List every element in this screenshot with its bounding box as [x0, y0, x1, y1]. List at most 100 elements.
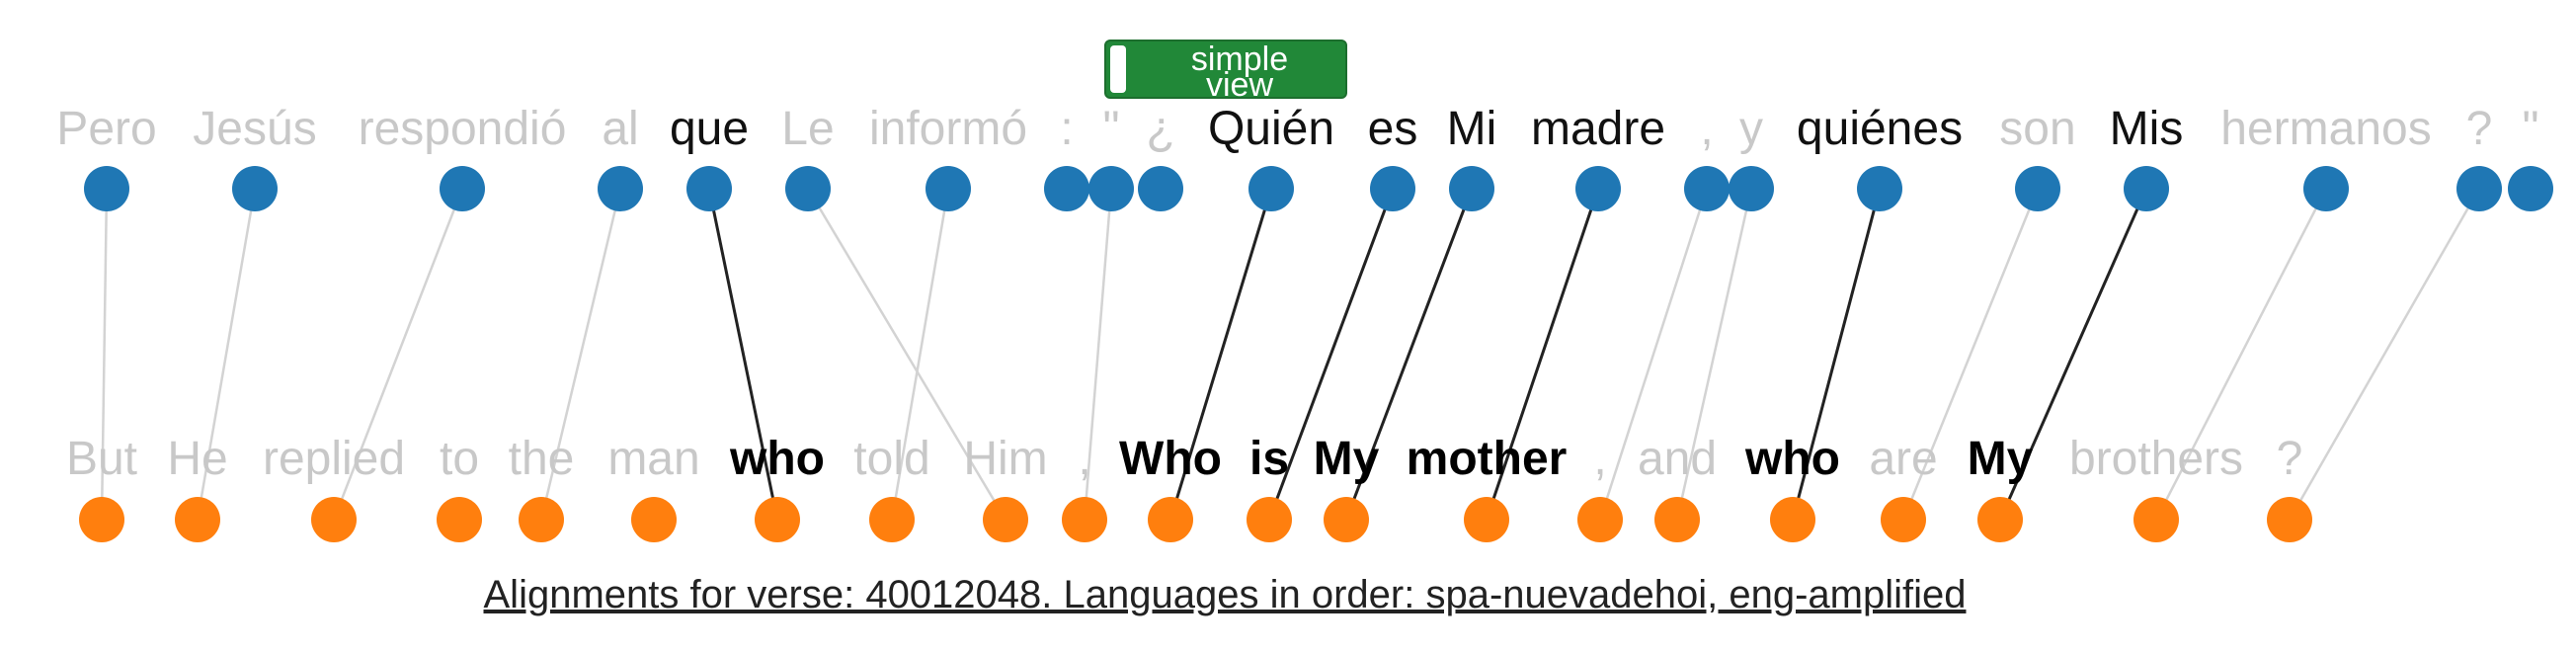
source-word: son [1999, 103, 2075, 155]
target-word: man [607, 433, 699, 485]
source-node[interactable] [2508, 166, 2553, 211]
alignment-link-1-1 [196, 188, 257, 521]
source-node[interactable] [1248, 166, 1294, 211]
target-node[interactable] [1247, 497, 1292, 542]
target-node[interactable] [2267, 497, 2312, 542]
target-node[interactable] [1148, 497, 1193, 542]
alignment-caption: Alignments for verse: 40012048. Language… [483, 573, 1967, 616]
alignment-link-11-11 [1267, 188, 1395, 521]
target-node[interactable] [1654, 497, 1700, 542]
target-word: My [1314, 433, 1380, 485]
source-word: , [1700, 103, 1713, 155]
source-node[interactable] [84, 166, 129, 211]
source-nodes [84, 166, 2553, 211]
target-node[interactable] [1464, 497, 1509, 542]
simple-view-toggle[interactable]: simple view [1104, 40, 1347, 104]
alignment-link-2-2 [332, 188, 464, 521]
source-word: y [1739, 103, 1763, 155]
target-node[interactable] [1577, 497, 1623, 542]
target-word: brothers [2069, 433, 2243, 485]
source-word: Mis [2110, 103, 2184, 155]
source-node[interactable] [926, 166, 971, 211]
target-word: Who [1119, 433, 1222, 485]
toggle-label: simple view [1190, 41, 1289, 104]
alignment-links [100, 188, 2481, 521]
target-word: My [1968, 433, 2034, 485]
target-node[interactable] [437, 497, 482, 542]
source-node[interactable] [686, 166, 732, 211]
target-node[interactable] [869, 497, 915, 542]
source-word: quiénes [1797, 103, 1963, 155]
alignment-link-19-19 [2154, 188, 2328, 521]
source-node[interactable] [1684, 166, 1730, 211]
target-nodes [79, 497, 2312, 542]
source-node[interactable] [785, 166, 831, 211]
alignment-link-4-6 [707, 188, 779, 521]
source-node[interactable] [1449, 166, 1494, 211]
target-node[interactable] [175, 497, 220, 542]
source-word: Jesús [193, 103, 316, 155]
target-word: He [167, 433, 227, 485]
source-node[interactable] [2124, 166, 2169, 211]
source-word: es [1368, 103, 1418, 155]
alignment-link-14-14 [1598, 188, 1709, 521]
source-word: madre [1531, 103, 1665, 155]
source-node[interactable] [1857, 166, 1902, 211]
alignment-link-0-0 [100, 188, 109, 521]
target-node[interactable] [1770, 497, 1815, 542]
source-node[interactable] [1138, 166, 1183, 211]
target-word: is [1249, 433, 1289, 485]
target-node[interactable] [1881, 497, 1926, 542]
alignment-link-18-18 [1998, 188, 2148, 521]
source-node[interactable] [440, 166, 485, 211]
target-word: mother [1407, 433, 1568, 485]
source-word: " [2522, 103, 2538, 155]
source-word: Le [781, 103, 834, 155]
target-node[interactable] [755, 497, 800, 542]
alignment-link-20-20 [2288, 188, 2481, 521]
source-word: informó [869, 103, 1027, 155]
target-word: and [1638, 433, 1717, 485]
target-node[interactable] [1977, 497, 2023, 542]
target-node[interactable] [631, 497, 677, 542]
toggle-knob[interactable] [1110, 45, 1126, 93]
source-node[interactable] [1044, 166, 1089, 211]
source-node[interactable] [2015, 166, 2060, 211]
source-node[interactable] [1088, 166, 1134, 211]
source-node[interactable] [1575, 166, 1621, 211]
target-node[interactable] [2133, 497, 2179, 542]
source-node[interactable] [2303, 166, 2349, 211]
target-node[interactable] [983, 497, 1028, 542]
target-node[interactable] [1062, 497, 1107, 542]
alignment-link-13-13 [1485, 188, 1600, 521]
alignment-link-15-15 [1675, 188, 1753, 521]
target-node[interactable] [519, 497, 564, 542]
source-node[interactable] [232, 166, 278, 211]
source-word: hermanos [2220, 103, 2431, 155]
alignment-link-16-16 [1791, 188, 1882, 521]
target-word: who [1744, 433, 1840, 485]
source-word: Mi [1447, 103, 1497, 155]
source-node[interactable] [598, 166, 643, 211]
alignment-link-3-4 [539, 188, 622, 521]
source-node[interactable] [1370, 166, 1415, 211]
source-word: al [602, 103, 638, 155]
source-word: : [1060, 103, 1073, 155]
alignment-link-8-9 [1083, 188, 1113, 521]
source-node[interactable] [2456, 166, 2502, 211]
target-word: who [729, 433, 825, 485]
target-node[interactable] [79, 497, 124, 542]
target-word: But [66, 433, 137, 485]
target-word: to [440, 433, 479, 485]
target-node[interactable] [1324, 497, 1369, 542]
target-word: replied [263, 433, 405, 485]
source-node[interactable] [1729, 166, 1774, 211]
target-node[interactable] [311, 497, 357, 542]
target-word: are [1869, 433, 1937, 485]
target-word: the [509, 433, 575, 485]
alignment-link-6-7 [890, 188, 950, 521]
target-word: Him [963, 433, 1047, 485]
